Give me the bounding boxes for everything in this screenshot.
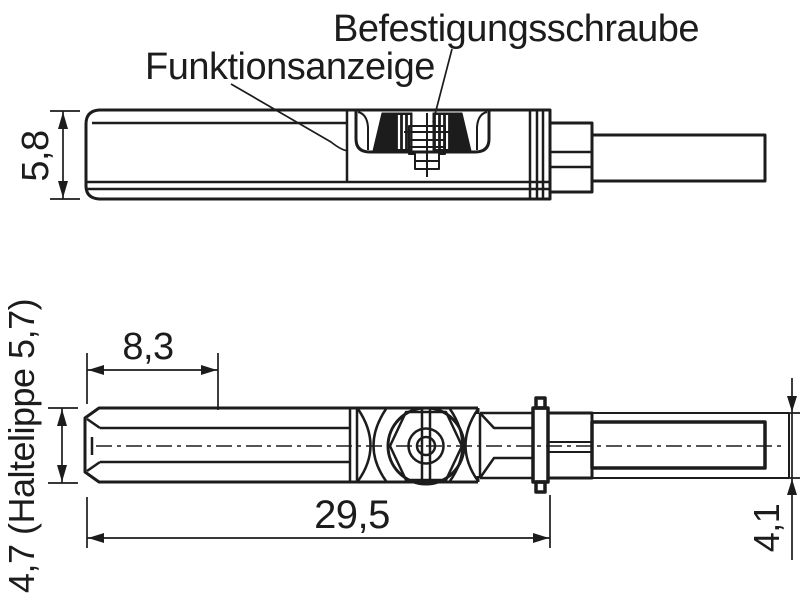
dim-5-8-arrow-top	[58, 112, 68, 129]
screw-head-left	[372, 112, 413, 152]
screw-leader-line	[432, 48, 453, 123]
dimension-side-height: 5,8	[15, 110, 80, 200]
plan-cable-core	[590, 420, 767, 470]
dimension-body-width: 4,7 (Haltelippe 5,7)	[1, 299, 78, 593]
plan-view	[83, 396, 790, 494]
dim-4-7-arrow-top	[57, 409, 67, 426]
screw-label: Befestigungsschraube	[333, 8, 699, 50]
dim-8-3-arrow-right	[201, 365, 217, 375]
side-connector	[548, 121, 594, 194]
dimension-cable-width: 4,1	[746, 378, 800, 560]
flange-tab-bottom	[534, 480, 547, 494]
dim-4-1-arrow-bottom	[787, 479, 797, 495]
dim-29-5-lines	[86, 495, 551, 548]
plan-connector-lines	[548, 441, 592, 453]
indicator-leader-line	[230, 83, 349, 152]
dim-29-5-arrow-left	[88, 533, 104, 543]
dimension-front-length: 8,3	[86, 326, 219, 410]
dim-5-8-text: 5,8	[15, 130, 57, 181]
flange-tab-top	[534, 396, 547, 410]
dim-29-5-text: 29,5	[314, 493, 390, 537]
plan-cable-sheath	[592, 412, 790, 479]
callouts: Funktionsanzeige Befestigungsschraube	[145, 8, 700, 152]
side-connector-lines	[550, 150, 592, 169]
screw-pocket	[354, 110, 491, 154]
dim-4-7-arrow-bottom	[57, 465, 67, 482]
dim-8-3-text: 8,3	[122, 326, 173, 368]
plan-section-lines	[348, 408, 359, 482]
screw-pocket-fillets	[357, 111, 488, 150]
side-rail-lines	[86, 180, 550, 191]
side-cable	[590, 133, 767, 183]
dim-4-1-text: 4,1	[746, 504, 787, 553]
screw-slot-detail	[404, 113, 450, 177]
dim-29-5-arrow-right	[533, 533, 549, 543]
indicator-label: Funktionsanzeige	[145, 46, 435, 88]
plan-inner-edges	[86, 417, 350, 473]
dim-8-3-lines	[86, 353, 219, 410]
plan-body-outline	[83, 406, 480, 484]
side-body-outline	[84, 108, 552, 201]
side-inner-edge	[92, 110, 349, 182]
dim-5-8-arrow-bottom	[58, 181, 68, 198]
side-view	[84, 108, 767, 201]
dim-8-3-arrow-left	[88, 365, 104, 375]
dimension-body-length: 29,5	[86, 493, 551, 548]
side-endcap-strips	[528, 110, 545, 199]
dim-4-1-arrow-top	[787, 396, 797, 412]
dim-4-7-text: 4,7 (Haltelippe 5,7)	[1, 299, 42, 593]
flange	[531, 406, 550, 484]
